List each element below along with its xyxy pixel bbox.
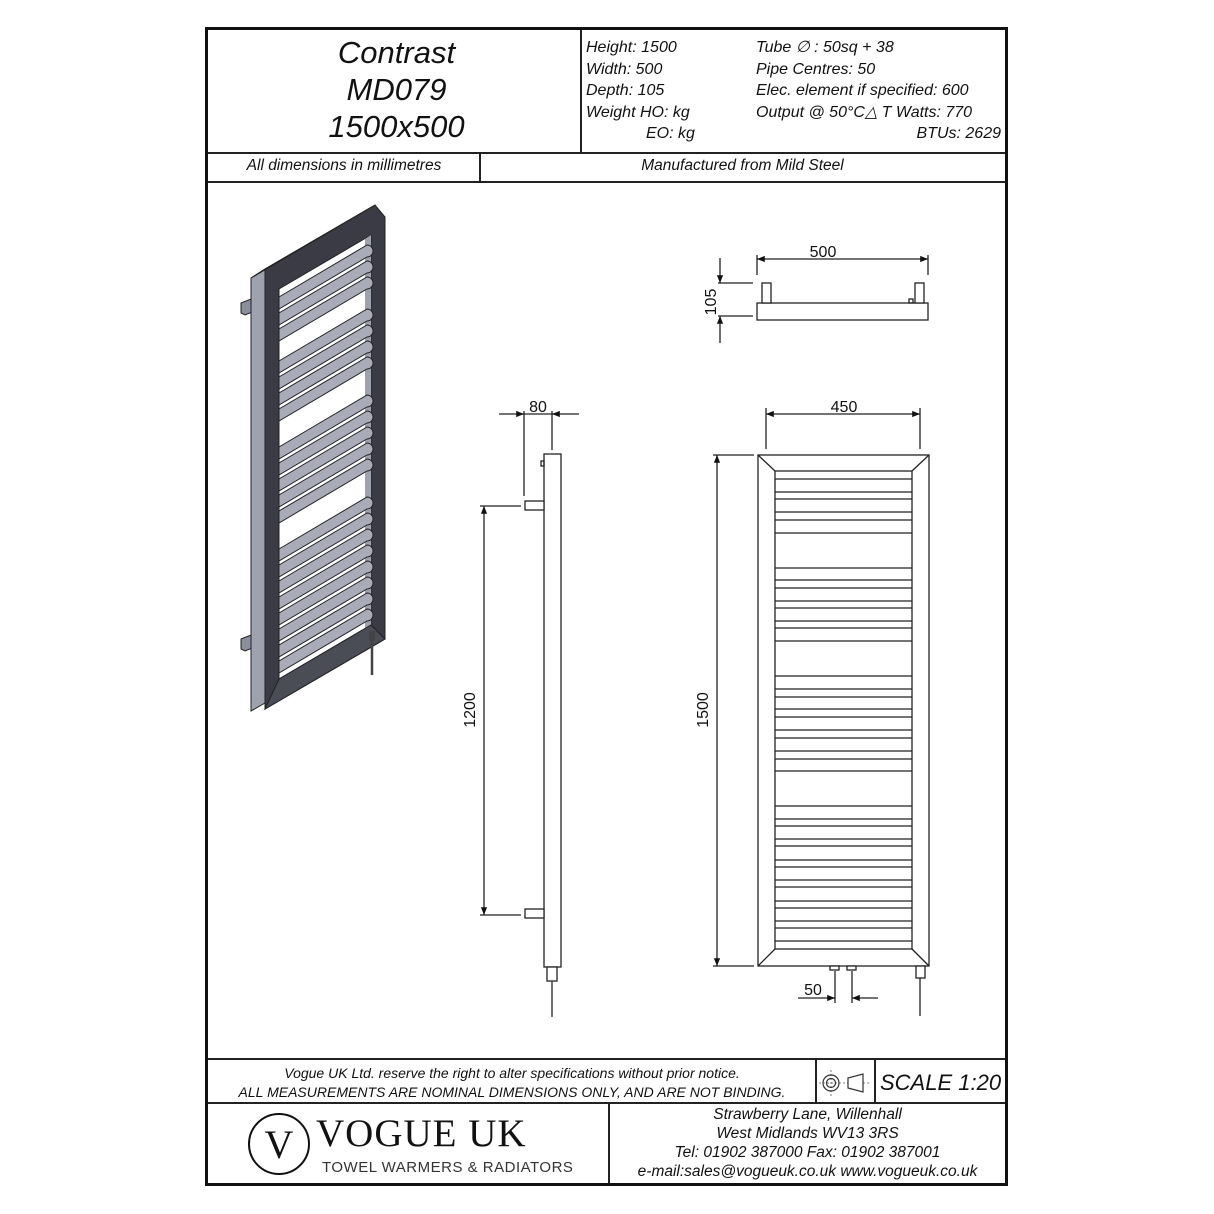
divider [208,152,1005,154]
logo-mark: V [248,1113,310,1175]
contact-phone-fax: Tel: 01902 387000 Fax: 01902 387001 [674,1144,941,1161]
side-view [480,410,579,1017]
tube-group [278,244,374,674]
spec-tube: Tube ∅ : 50sq + 38 [756,39,894,56]
spec-element: Elec. element if specified: 600 [756,82,969,99]
front-view [713,408,930,1016]
dim-side-pipe-centres: 1200 [462,692,479,728]
spec-panel: Height: 1500 Width: 500 Depth: 105 Weigh… [586,37,1006,152]
top-view [716,255,929,343]
disclaimer-line-2: ALL MEASUREMENTS ARE NOMINAL DIMENSIONS … [238,1084,786,1100]
spec-pipe-centres: Pipe Centres: 50 [756,60,876,78]
divider [208,1102,1005,1104]
dim-side-offset: 80 [529,399,547,416]
spec-width: Width: 500 [586,60,663,78]
dim-top-width: 500 [810,244,837,261]
divider [874,1058,876,1103]
address-region: West Midlands WV13 3RS [716,1125,899,1142]
divider [815,1058,817,1103]
brand-logo: V VOGUE UK TOWEL WARMERS & RADIATORS [208,1105,608,1183]
dim-pipe-centres: 50 [804,982,822,999]
dim-top-depth: 105 [703,289,720,316]
spec-btus: BTUs: 2629 [916,125,1001,142]
product-size: 1500x500 [328,109,465,144]
brand-tagline: TOWEL WARMERS & RADIATORS [322,1159,574,1176]
divider [608,1102,610,1183]
address-street: Strawberry Lane, Willenhall [713,1106,902,1123]
material-note: Manufactured from Mild Steel [641,157,844,174]
third-angle-projection-icon [819,1070,869,1096]
divider [479,152,481,182]
technical-drawings: 500 105 80 1200 [240,204,930,1017]
spec-output: Output @ 50°C△ T Watts: 770 [756,103,973,121]
product-name: Contrast [337,35,456,70]
disclaimer: Vogue UK Ltd. reserve the right to alter… [208,1064,816,1102]
contact-email-web: e-mail:sales@vogueuk.co.uk www.vogueuk.c… [637,1163,978,1180]
divider [580,30,582,153]
spec-depth: Depth: 105 [586,82,665,99]
brand-name: VOGUE UK [316,1112,527,1155]
units-note: All dimensions in millimetres [246,157,442,174]
disclaimer-line-1: Vogue UK Ltd. reserve the right to alter… [284,1065,740,1081]
spec-weight-ho: Weight HO: kg [586,103,690,121]
scale-label: SCALE 1:20 [880,1070,1002,1095]
drawing-sheet: Contrast MD079 1500x500 Height: 1500 Wid… [205,27,1008,1186]
spec-weight-eo: EO: kg [646,125,695,142]
product-title-block: Contrast MD079 1500x500 [208,30,585,159]
dim-front-height: 1500 [695,692,712,728]
isometric-view [240,204,386,712]
divider [208,1058,1005,1060]
company-address: Strawberry Lane, Willenhall West Midland… [610,1105,1005,1181]
product-code: MD079 [346,72,447,107]
divider [208,181,1005,183]
front-tubes [775,478,912,942]
dim-front-width: 450 [831,399,858,416]
spec-height: Height: 1500 [586,39,677,56]
